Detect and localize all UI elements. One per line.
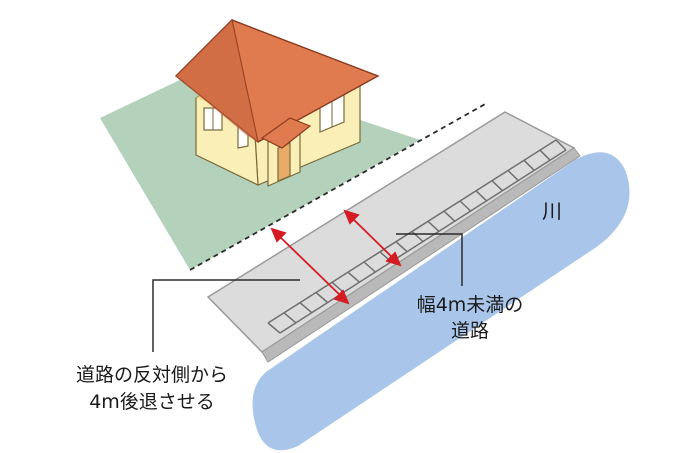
gutter-rung — [459, 200, 472, 212]
road-gutter — [267, 139, 567, 334]
gutter-rung — [411, 230, 424, 243]
porch-roof — [260, 117, 312, 149]
gutter-rung — [507, 169, 519, 182]
road — [206, 111, 581, 363]
gutter-rung — [555, 139, 567, 151]
setback-arrow — [270, 227, 350, 305]
door — [277, 142, 291, 182]
gutter-rung — [363, 261, 376, 273]
gutter-rung — [347, 271, 360, 283]
road-width-arrow — [343, 209, 402, 267]
river-label: 川 — [542, 199, 562, 223]
gutter-rung — [267, 322, 281, 334]
road-width-label-line1: 幅4m未満の — [417, 294, 524, 316]
gutter-rung — [539, 149, 551, 161]
gutter-rung — [443, 210, 456, 222]
gutter-rung — [315, 291, 329, 304]
setback-dashed-line — [189, 102, 488, 271]
road-width-label-line2: 道路 — [451, 320, 489, 342]
gutter-rung — [299, 302, 313, 314]
gutter-rung — [523, 159, 535, 171]
setback-label-line1: 道路の反対側から — [76, 364, 228, 386]
gutter-rung — [283, 312, 297, 324]
river — [252, 152, 630, 451]
road-width-leader — [396, 233, 463, 286]
gutter-rung — [331, 281, 345, 293]
gutter-rung — [395, 241, 408, 253]
setback-label-line2: 4m後退させる — [89, 391, 215, 413]
gutter-rung — [491, 180, 503, 192]
house — [174, 18, 380, 187]
gutter-rung — [427, 220, 440, 232]
gutter-rung — [475, 190, 488, 202]
setback-leader — [152, 279, 300, 352]
